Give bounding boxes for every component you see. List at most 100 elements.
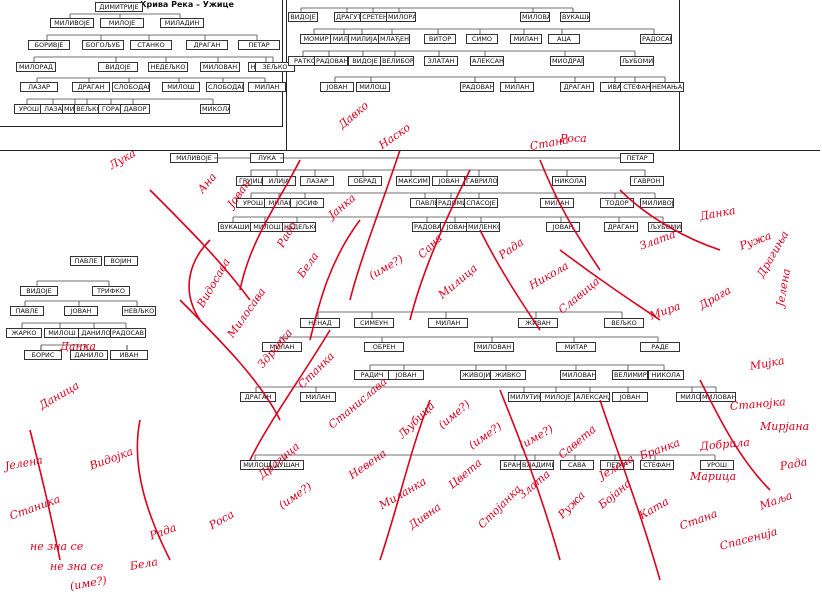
person-box: МИКОЛАЈ [200,104,230,114]
person-box: ДУШАН [270,460,304,470]
person-box: ИВАН [110,350,148,360]
annotation-text: Мирјана [760,420,810,433]
person-box: АЛЕКСАНДАР [470,56,504,66]
person-box: ДРАГАН [72,82,110,92]
annotation-text: не зна се [50,560,104,573]
annotation-stroke [379,399,431,561]
person-box: ПАВЛЕ [70,256,102,266]
person-box: МИЛОВАН [700,392,736,402]
person-box: МИЛОРАД [16,62,56,72]
tree-sheet-top-right [286,0,680,151]
person-box: НЕВЉКО [122,306,156,316]
person-box: МИЛАН [300,392,336,402]
person-box: МИЛАН [262,342,302,352]
person-box: ВЛАДИМИР [520,460,554,470]
person-box: НЕДЕЉКО [148,62,188,72]
annotation-stroke [179,299,281,421]
person-box: РАДЕ [640,342,680,352]
person-box: ВИТОР [424,34,456,44]
person-box: СИМО [466,34,498,44]
person-box: НИКОЛА [648,370,684,380]
person-box: ВИДОЈЕ [288,12,318,22]
annotation-stroke [349,149,401,301]
person-box: ВЕЛИМИР [612,370,648,380]
person-box: ЉУБОМИР [648,222,682,232]
person-box: ВЕЛИБОР [380,56,414,66]
person-box: МАКСИМ [396,176,430,186]
person-box: ДАВОР [120,104,150,114]
person-box: АЦА [548,34,580,44]
annotation-stroke [29,429,61,561]
person-box: МЛАЂЕН [378,34,410,44]
annotation-stroke [136,419,171,561]
annotation-text: не зна се [30,540,84,553]
person-box: СТЕФАН [640,460,674,470]
person-box: ПЕТАР [238,40,280,50]
annotation-stroke [499,389,561,561]
person-box: СЛОБОДАН [206,82,244,92]
annotation-text: Данка [60,340,96,353]
person-box: МИЛОВАН [520,12,550,22]
person-box: ПЕТАР [600,460,634,470]
person-box: МИЛАН [248,82,286,92]
person-box: ДРАГАН [604,222,638,232]
person-box: ГАВРОН [630,176,664,186]
person-box: ИЛИЈА [262,176,296,186]
person-box: МИЛАН [428,318,468,328]
person-box: ЈОВАН [388,370,424,380]
person-box: ДРАГАН [560,82,594,92]
person-box: МИЛАДИН [160,18,204,28]
person-box: МИЛОВАН [200,62,240,72]
person-box: ЖАРКО [6,328,42,338]
person-box: МИЛАН [510,34,542,44]
person-box: МИЛОРАД [386,12,416,22]
person-box: МИТАР [556,342,596,352]
person-box: НЕМАЊА [650,82,684,92]
person-box: ВИДОЈЕ [20,286,58,296]
person-box: ВЕЉКО [604,318,644,328]
annotation-stroke [619,189,721,251]
person-box: БОРИВЈЕ [28,40,70,50]
annotation-stroke [409,169,471,321]
person-box: ЖИВКО [490,370,526,380]
person-box: ЛАЗАР [300,176,334,186]
annotation-stroke [239,159,301,291]
person-box: БОРИС [24,350,62,360]
tree-sheet-main [0,150,820,613]
person-box: ЗЛАТАН [424,56,458,66]
person-box: ЈОВАН [612,392,648,402]
person-box: ЉУБОМИР [620,56,654,66]
person-box: АЛЕКСАНДАР [574,392,610,402]
person-box: ДАНИЛО [70,350,108,360]
person-box: МИЛОЈЕ [100,18,144,28]
annotation-text: Роса [560,132,587,145]
annotation-stroke [479,229,541,331]
person-box: ЈОСИФ [290,198,324,208]
person-box: НЕНАД [300,318,340,328]
person-box: МИЛОВАН [474,342,514,352]
person-box: РАДОСАВ [110,328,146,338]
person-box: МИОДРАГ [550,56,584,66]
person-box: ЈОВАН [64,306,98,316]
person-box: ЛАЗАР [20,82,58,92]
person-box: СПАСОЈЕ [464,198,498,208]
person-box: МИЛАН [500,82,534,92]
person-box: БОГОЉУБ [82,40,124,50]
annotation-text: Марица [690,470,737,483]
person-box: МИЛИВОЈЕ [50,18,94,28]
person-box: СТАНКО [130,40,172,50]
person-box: ДРАГАН [186,40,228,50]
person-box: ЗЕЉКО [255,62,295,72]
person-box: МИЛОВАН [560,370,596,380]
diagram-title: Крива Река – Ужице [140,0,234,9]
annotation-stroke [699,379,771,491]
annotation-stroke [599,399,661,581]
person-box: ЈОВАН [546,222,580,232]
person-box: ВОЈИН [104,256,138,266]
person-box: ДИМИТРИЈЕ [95,2,143,12]
person-box: МИЛЕНКО [466,222,500,232]
person-box: НИКОЛА [552,176,586,186]
annotation-stroke [559,249,661,321]
person-box: СЛОБОДАН [112,82,150,92]
